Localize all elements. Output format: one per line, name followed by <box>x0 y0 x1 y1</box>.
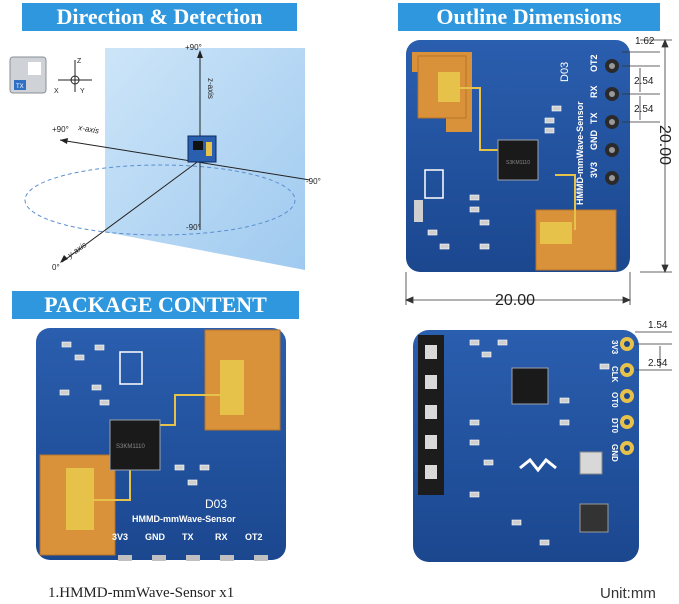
front-pin-ot2: OT2 <box>589 54 599 72</box>
dim-pitch-front-1: 2.54 <box>634 76 654 87</box>
package-pin-rx: RX <box>215 532 228 542</box>
label-minus90-right: -90° <box>306 177 321 186</box>
label-minus90-bottom: -90° <box>186 223 201 232</box>
detection-diagram: +90° +90° -90° -90° 0° z-axis x-axis y-a… <box>9 43 321 272</box>
inset-x-label: X <box>54 88 59 95</box>
back-board: 3V3 CLK OT0 DT0 GND <box>413 330 639 562</box>
package-content-banner: PACKAGE CONTENT <box>12 291 299 319</box>
front-pin-gnd: GND <box>589 130 599 151</box>
front-board-code: D03 <box>559 62 571 82</box>
direction-detection-banner: Direction & Detection <box>22 3 297 31</box>
package-board-name: HMMD-mmWave-Sensor <box>132 514 236 524</box>
back-pin-clk: CLK <box>610 366 619 383</box>
package-board-code: D03 <box>205 497 227 511</box>
back-pin-dt0: DT0 <box>610 418 619 434</box>
dim-pitch-front-2: 2.54 <box>634 104 654 115</box>
front-board-name: HMMD-mmWave-Sensor <box>575 101 585 205</box>
back-chip <box>511 367 549 405</box>
label-x-axis: x-axis <box>77 123 100 136</box>
package-pin-tx: TX <box>182 532 194 542</box>
front-dimensions <box>404 38 672 305</box>
dim-width: 20.00 <box>495 292 535 309</box>
dim-offset-front: 1.62 <box>635 36 655 47</box>
package-caption: 1.HMMD-mmWave-Sensor x1 <box>48 585 235 601</box>
dim-offset-back: 1.54 <box>648 320 668 331</box>
package-pin-ot2: OT2 <box>245 532 263 542</box>
package-pin-3v3: 3V3 <box>112 532 128 542</box>
label-zero: 0° <box>52 263 60 272</box>
front-chip <box>497 139 539 181</box>
back-pin-gnd: GND <box>610 444 619 462</box>
package-pin-gnd: GND <box>145 532 166 542</box>
label-plus90-top: +90° <box>185 43 202 52</box>
dim-pitch-back: 2.54 <box>648 358 668 369</box>
back-dimensions <box>635 331 672 371</box>
label-y-axis: y-axis <box>65 240 88 260</box>
front-pin-rx: RX <box>589 85 599 98</box>
detection-ellipse <box>24 164 296 236</box>
package-chip-label: S3KM1110 <box>116 444 145 450</box>
inset-tx-label: TX <box>16 84 24 90</box>
back-pin-3v3: 3V3 <box>610 340 619 355</box>
package-chip <box>109 419 161 471</box>
label-plus90-left: +90° <box>52 125 69 134</box>
outline-dimensions-banner: Outline Dimensions <box>398 3 660 31</box>
front-chip-label: S3KM1110 <box>506 160 530 166</box>
inset-z-label: Z <box>77 58 82 65</box>
package-pins <box>118 555 268 561</box>
outline-front-board: S3KM1110 3V3 GND TX RX OT2 HMMD-mmWave-S… <box>406 40 630 272</box>
dim-height: 20.00 <box>656 125 673 165</box>
front-pin-3v3: 3V3 <box>589 162 599 178</box>
front-header-pins <box>605 59 619 185</box>
label-z-axis: z-axis <box>206 78 215 99</box>
front-pin-tx: TX <box>589 112 599 124</box>
inset-y-label: Y <box>80 88 85 95</box>
package-board: S3KM1110 HMMD-mmWave-Sensor D03 3V3 GND … <box>36 328 286 561</box>
unit-label: Unit:mm <box>600 585 656 602</box>
back-pin-ot0: OT0 <box>610 392 619 408</box>
back-pins <box>620 337 634 455</box>
